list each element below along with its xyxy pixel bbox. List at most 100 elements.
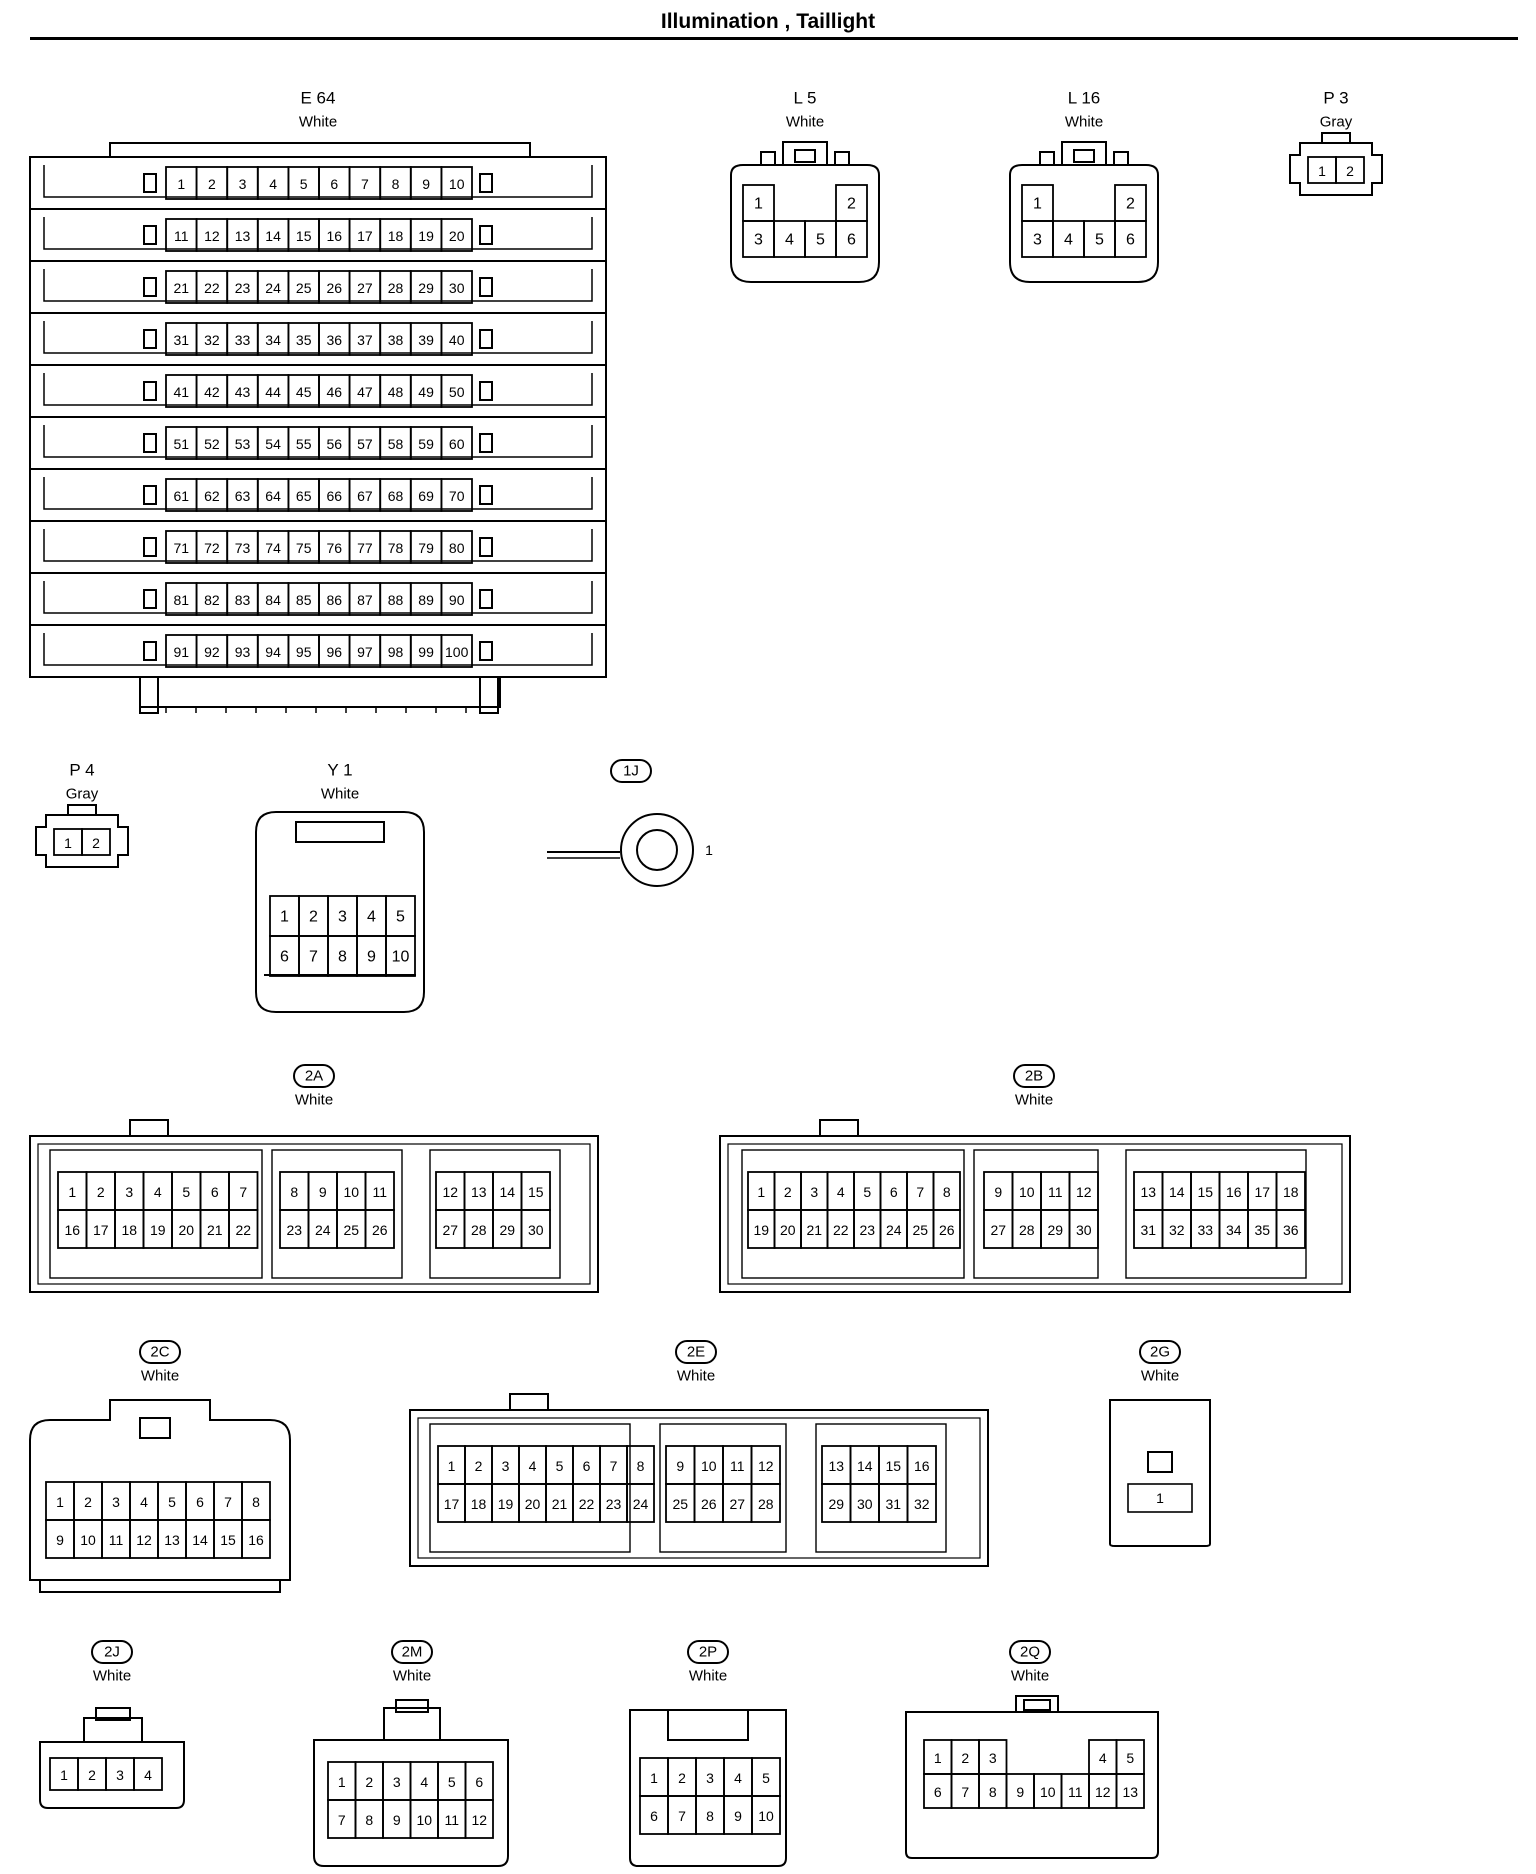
pin-number: 13 bbox=[471, 1184, 487, 1200]
pin-cell bbox=[440, 530, 473, 564]
pin-number: 28 bbox=[758, 1496, 774, 1512]
connector-color: Gray bbox=[1320, 114, 1353, 131]
pin-cell bbox=[440, 478, 473, 512]
pin-number: 3 bbox=[810, 1184, 818, 1200]
pin-number: 17 bbox=[93, 1222, 109, 1238]
pin-number: 18 bbox=[1283, 1184, 1299, 1200]
pin-number: 12 bbox=[758, 1458, 774, 1474]
pin-number: 20 bbox=[449, 228, 465, 244]
label-circle bbox=[687, 1640, 729, 1664]
label-circle bbox=[1009, 1640, 1051, 1664]
pin-cell bbox=[385, 935, 416, 977]
pin-number: 88 bbox=[388, 592, 404, 608]
pin-number: 17 bbox=[357, 228, 373, 244]
pin-number: 1 bbox=[68, 1184, 76, 1200]
pin-number: 65 bbox=[296, 488, 312, 504]
pin-number: 39 bbox=[418, 332, 434, 348]
pin-number: 20 bbox=[525, 1496, 541, 1512]
pin-number: 53 bbox=[235, 436, 251, 452]
pin-number: 100 bbox=[445, 644, 469, 660]
pin-number: 4 bbox=[1064, 232, 1073, 249]
pin-number: 18 bbox=[388, 228, 404, 244]
pin-cell bbox=[932, 1209, 961, 1249]
pin-number: 9 bbox=[422, 176, 430, 192]
pin-number: 3 bbox=[239, 176, 247, 192]
pin-cell bbox=[440, 582, 473, 616]
pin-cell bbox=[1114, 220, 1147, 258]
pin-number: 78 bbox=[388, 540, 404, 556]
pin-number: 70 bbox=[449, 488, 465, 504]
pin-number: 34 bbox=[1226, 1222, 1242, 1238]
pin-number: 54 bbox=[265, 436, 281, 452]
pin-number: 17 bbox=[1254, 1184, 1270, 1200]
pin-number: 5 bbox=[1126, 1750, 1134, 1766]
pin-number: 23 bbox=[286, 1222, 302, 1238]
label-circle bbox=[293, 1064, 335, 1088]
pin-number: 42 bbox=[204, 384, 220, 400]
pin-number: 2 bbox=[784, 1184, 792, 1200]
connector-label: 2B bbox=[1025, 1068, 1043, 1085]
pin-number: 10 bbox=[1040, 1784, 1056, 1800]
pin-number: 7 bbox=[916, 1184, 924, 1200]
pin-number: 12 bbox=[1076, 1184, 1092, 1200]
pin-number: 72 bbox=[204, 540, 220, 556]
connector-label: L 16 bbox=[1068, 89, 1100, 108]
connector-label: E 64 bbox=[301, 89, 336, 108]
connector-label: 2G bbox=[1150, 1344, 1170, 1361]
pin-number: 26 bbox=[327, 280, 343, 296]
pin-number: 7 bbox=[224, 1494, 232, 1510]
pin-number: 16 bbox=[327, 228, 343, 244]
pin-cell bbox=[440, 166, 473, 200]
label-circle bbox=[610, 759, 652, 783]
pin-cell bbox=[626, 1483, 655, 1523]
pin-number: 36 bbox=[1283, 1222, 1299, 1238]
pin-number: 12 bbox=[471, 1812, 487, 1828]
pin-number: 41 bbox=[174, 384, 190, 400]
pin-number: 2 bbox=[97, 1184, 105, 1200]
pin-number: 5 bbox=[168, 1494, 176, 1510]
pin-number: 4 bbox=[734, 1770, 742, 1786]
pin-number: 1 bbox=[280, 909, 289, 926]
pin-number: 62 bbox=[204, 488, 220, 504]
pin-number: 25 bbox=[343, 1222, 359, 1238]
pin-cell bbox=[520, 1209, 551, 1249]
connector-color: White bbox=[1011, 1668, 1049, 1685]
pin-number: 31 bbox=[885, 1496, 901, 1512]
pin-number: 6 bbox=[583, 1458, 591, 1474]
pin-number: 4 bbox=[144, 1767, 152, 1783]
pin-number: 6 bbox=[890, 1184, 898, 1200]
pin-cell bbox=[440, 270, 473, 304]
pin-number: 29 bbox=[499, 1222, 515, 1238]
connector-label: P 4 bbox=[69, 761, 94, 780]
pin-number: 27 bbox=[990, 1222, 1006, 1238]
pin-number: 10 bbox=[1019, 1184, 1035, 1200]
pin-number: 29 bbox=[1047, 1222, 1063, 1238]
pin-number: 6 bbox=[196, 1494, 204, 1510]
connector-label: 2J bbox=[104, 1644, 120, 1661]
pin-number: 13 bbox=[164, 1532, 180, 1548]
pin-number: 10 bbox=[758, 1808, 774, 1824]
connector-label: 2E bbox=[687, 1344, 705, 1361]
pin-number: 6 bbox=[934, 1784, 942, 1800]
pin-number: 2 bbox=[1126, 196, 1135, 213]
pin-number: 4 bbox=[269, 176, 277, 192]
pin-number: 4 bbox=[785, 232, 794, 249]
pin-number: 76 bbox=[327, 540, 343, 556]
pin-cell bbox=[835, 220, 868, 258]
pin-number: 5 bbox=[816, 232, 825, 249]
pin-number: 3 bbox=[502, 1458, 510, 1474]
pin-number: 28 bbox=[471, 1222, 487, 1238]
pin-number: 92 bbox=[204, 644, 220, 660]
connector-color: White bbox=[299, 114, 337, 131]
pin-number: 1 bbox=[754, 196, 763, 213]
pin-number: 45 bbox=[296, 384, 312, 400]
pin-number: 1 bbox=[1318, 163, 1326, 179]
label-circle bbox=[139, 1340, 181, 1364]
pin-number: 43 bbox=[235, 384, 251, 400]
pin-number: 2 bbox=[309, 909, 318, 926]
